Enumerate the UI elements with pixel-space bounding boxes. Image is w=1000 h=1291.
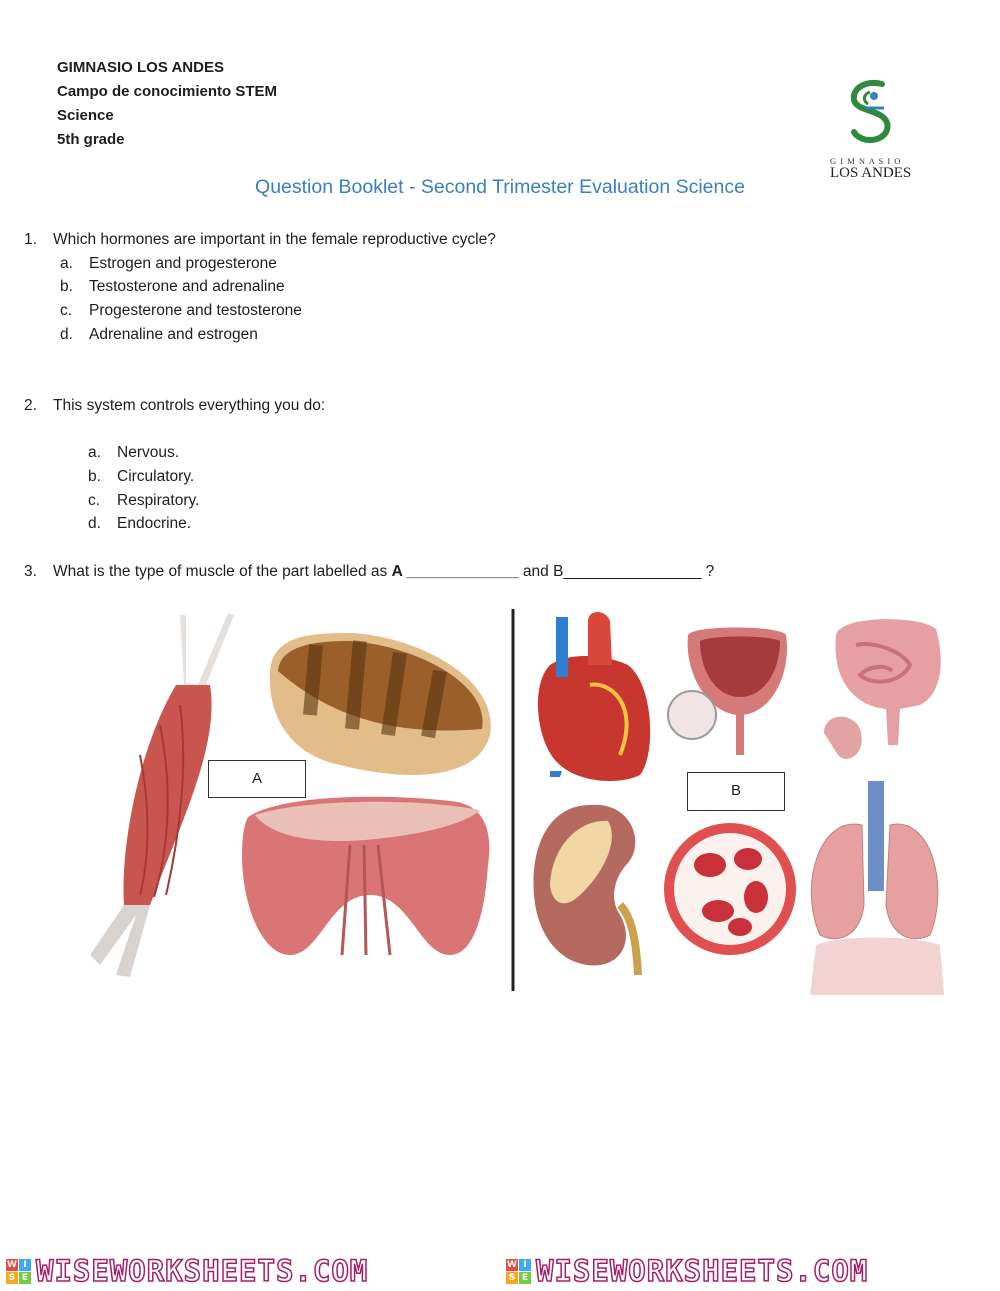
option-letter: b. bbox=[88, 468, 101, 485]
kidney-icon bbox=[533, 804, 642, 976]
skeletal-muscle-icon bbox=[90, 613, 234, 977]
bladder-icon bbox=[667, 627, 787, 755]
answer-blank-b[interactable]: ________________ bbox=[563, 563, 702, 580]
logo-bottom-text: LOS ANDES bbox=[830, 165, 912, 181]
question-number: 3. bbox=[24, 563, 37, 580]
option-letter: d. bbox=[60, 326, 73, 343]
question-number: 2. bbox=[24, 397, 37, 414]
question-text: This system controls everything you do: bbox=[53, 397, 326, 414]
option-letter: c. bbox=[60, 302, 73, 319]
question-text-before: What is the type of muscle of the part l… bbox=[53, 563, 392, 580]
question-text-middle: and B bbox=[518, 563, 564, 580]
muscle-cross-section-icon bbox=[269, 633, 491, 775]
logo-top-text: G I M N A S I O bbox=[830, 156, 902, 166]
option-text: Respiratory. bbox=[117, 492, 200, 509]
blood-vessel-icon bbox=[664, 823, 796, 955]
diaphragm-icon bbox=[242, 796, 490, 956]
school-name: GIMNASIO LOS ANDES bbox=[57, 59, 224, 76]
option-text: Endocrine. bbox=[117, 515, 192, 532]
anatomy-figure: A B bbox=[80, 605, 960, 995]
question-text-end: ? bbox=[701, 563, 715, 580]
subject: Science bbox=[57, 107, 114, 124]
school-emblem-icon bbox=[850, 80, 891, 144]
question-text: What is the type of muscle of the part l… bbox=[53, 560, 714, 584]
question-text: Which hormones are important in the fema… bbox=[53, 231, 496, 248]
option-letter: d. bbox=[88, 515, 101, 532]
label-box-b: B bbox=[687, 772, 785, 811]
knowledge-field: Campo de conocimiento STEM bbox=[57, 83, 278, 100]
intestine-icon bbox=[835, 619, 941, 745]
question-number: 1. bbox=[24, 231, 37, 248]
brand-text: WISEWORKSHEETS.COM bbox=[35, 1253, 369, 1289]
option-letter: a. bbox=[60, 255, 73, 272]
brand-text: WISEWORKSHEETS.COM bbox=[535, 1253, 869, 1289]
page-title: Question Booklet - Second Trimester Eval… bbox=[255, 176, 745, 198]
label-a-text: A bbox=[391, 563, 403, 580]
option-letter: a. bbox=[88, 444, 101, 461]
school-logo: G I M N A S I O LOS ANDES bbox=[826, 78, 920, 184]
heart-icon bbox=[537, 612, 651, 781]
answer-blank-a[interactable]: _____________ bbox=[402, 563, 519, 580]
option-letter: c. bbox=[88, 492, 101, 509]
option-text: Circulatory. bbox=[117, 468, 195, 485]
option-text: Adrenaline and estrogen bbox=[89, 326, 258, 343]
option-text: Progesterone and testosterone bbox=[89, 302, 302, 319]
option-letter: b. bbox=[60, 278, 73, 295]
option-text: Nervous. bbox=[117, 444, 180, 461]
lungs-icon bbox=[810, 716, 944, 995]
option-text: Estrogen and progesterone bbox=[89, 255, 277, 272]
label-box-a: A bbox=[208, 760, 306, 798]
option-text: Testosterone and adrenaline bbox=[89, 278, 285, 295]
grade: 5th grade bbox=[57, 131, 125, 148]
